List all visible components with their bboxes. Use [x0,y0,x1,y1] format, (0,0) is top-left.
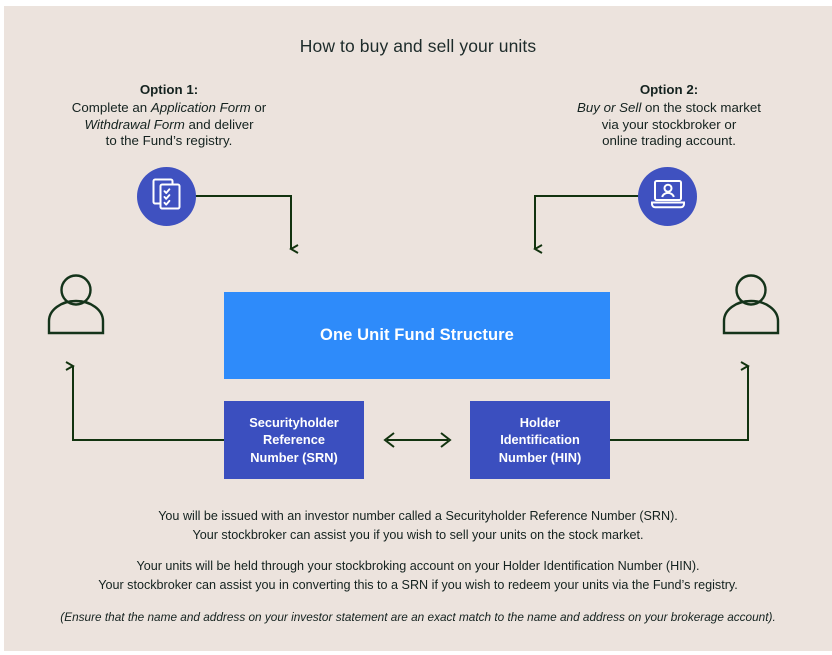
srn-hin-bidirectional-arrow [383,432,452,448]
option-1-icon-circle [137,167,196,226]
option-1-line-1: Complete an Application Form or [71,99,267,115]
investor-right [722,273,780,340]
hin-line-3: Number (HIN) [498,449,582,465]
note-srn: You will be issued with an investor numb… [4,507,832,544]
one-unit-fund-structure-box: One Unit Fund Structure [224,292,610,379]
option-2-heading: Option 2: [639,82,699,97]
flow-option2-to-fund [533,195,641,254]
hin-line-1: Holder [519,414,561,430]
option-2-line-1: Buy or Sell on the stock market [576,99,762,115]
option-2-line-2: via your stockbroker or [601,116,737,132]
srn-box: Securityholder Reference Number (SRN) [224,401,364,479]
diagram-canvas: How to buy and sell your units Option 1:… [4,6,832,651]
note-hin-line-2: Your stockbroker can assist you in conve… [98,577,738,592]
srn-line-3: Number (SRN) [250,449,338,465]
option-2-line-3: online trading account. [602,133,736,149]
srn-box-label: Securityholder Reference Number (SRN) [249,414,339,467]
note-srn-line-1: You will be issued with an investor numb… [158,509,678,523]
main-box-label: One Unit Fund Structure [320,326,514,344]
hin-box-label: Holder Identification Number (HIN) [499,414,581,467]
note-hin-line-1: Your units will be held through your sto… [136,559,700,573]
checklist-documents-icon [149,176,185,217]
option-1-line-3: to the Fund’s registry. [105,133,233,149]
option-2-icon-circle [638,167,697,226]
note-disclaimer-line-1: (Ensure that the name and address on you… [60,610,776,624]
flow-hin-to-investor [610,361,750,441]
hin-box: Holder Identification Number (HIN) [470,401,610,479]
option-1-block: Option 1: Complete an Application Form o… [34,82,304,150]
investor-left [47,273,105,340]
flow-option1-to-fund [192,195,299,254]
srn-line-1: Securityholder [249,414,339,430]
note-disclaimer: (Ensure that the name and address on you… [4,608,832,627]
note-srn-line-2: Your stockbroker can assist you if you w… [192,527,644,542]
option-2-block: Option 2: Buy or Sell on the stock marke… [534,82,804,150]
hin-line-2: Identification [500,432,580,448]
person-icon [47,274,105,339]
option-1-heading: Option 1: [139,82,199,97]
srn-line-2: Reference [263,432,325,448]
flow-srn-to-investor [65,361,224,441]
person-icon [722,274,780,339]
laptop-person-icon [649,177,687,216]
page-title: How to buy and sell your units [299,36,537,56]
option-1-line-2: Withdrawal Form and deliver [84,116,254,132]
note-hin: Your units will be held through your sto… [4,557,832,594]
